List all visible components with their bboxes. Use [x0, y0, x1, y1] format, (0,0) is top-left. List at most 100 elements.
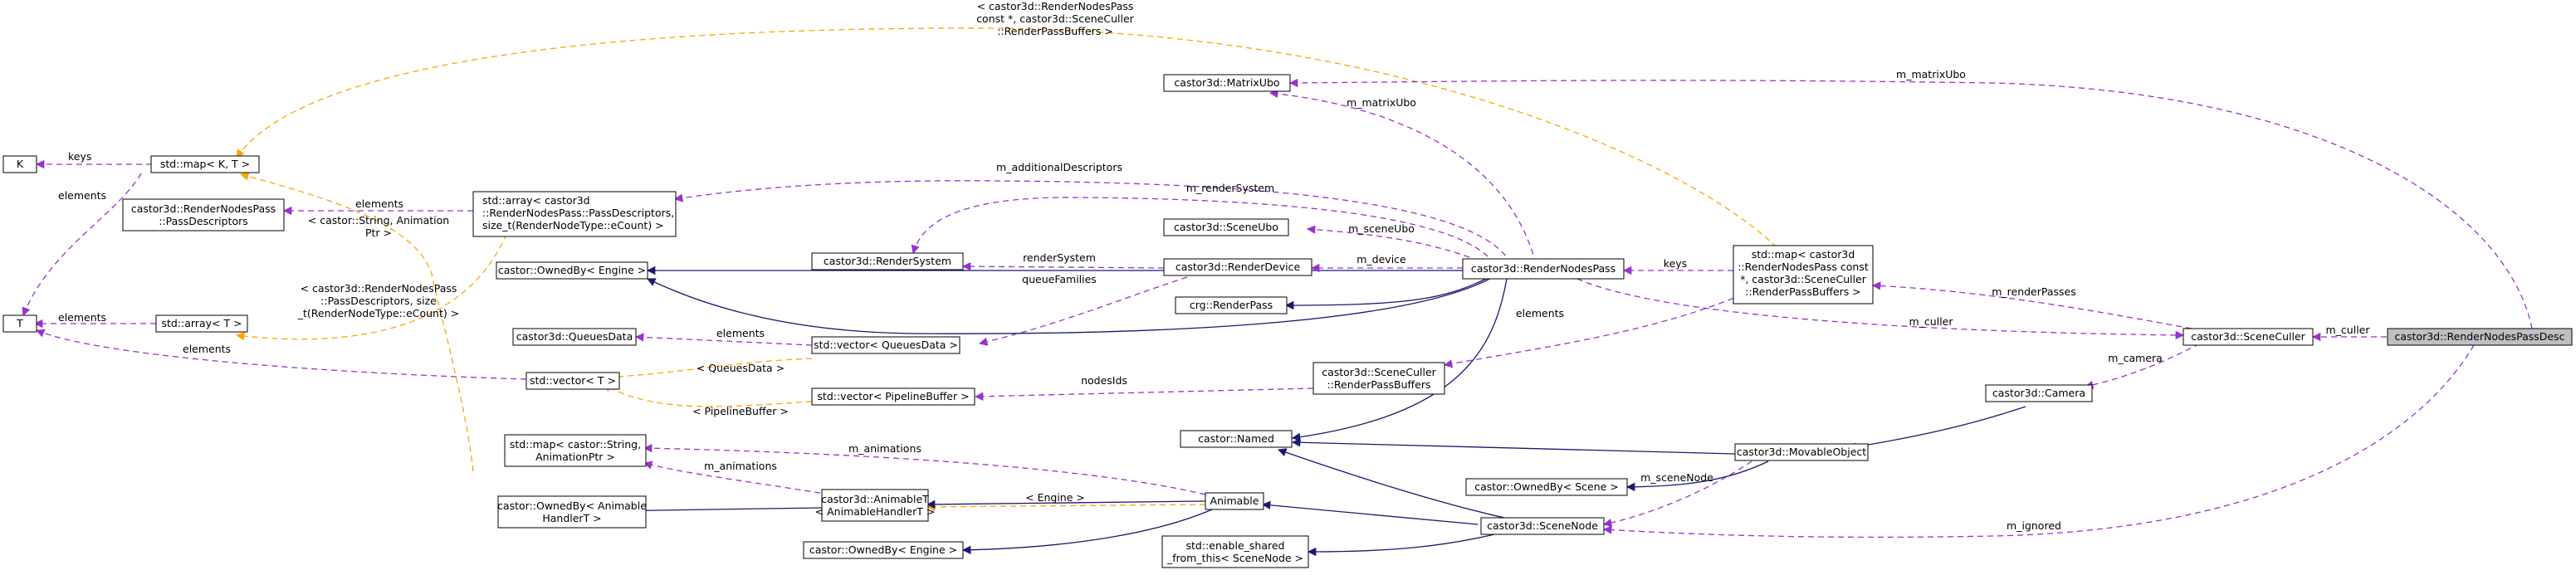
edge-label-m-animations-map: m_animations — [848, 442, 921, 455]
edge-label-m-rendersystem-line-1: m_renderSystem — [1186, 182, 1274, 194]
node-std-map-k-t-label-line-1: std::map< K, T > — [160, 158, 250, 170]
node-render-device-label-line-1: castor3d::RenderDevice — [1176, 261, 1301, 273]
edge-elements-map — [22, 173, 142, 316]
node-render-system-label: castor3d::RenderSystem — [824, 255, 951, 267]
edge-template-map-rnp — [236, 27, 1777, 248]
node-named[interactable]: castor::Named — [1180, 430, 1293, 448]
node-t-label-line-1: T — [16, 317, 23, 329]
node-std-vector-queues-data[interactable]: std::vector< QueuesData > — [811, 336, 961, 354]
edge-label-m-culler: m_culler — [1909, 315, 1954, 328]
edge-inherit-scenenode-named — [1278, 448, 1528, 524]
edge-label-m-culler-desc: m_culler — [2326, 324, 2371, 336]
node-owned-by-engine[interactable]: castor::OwnedBy< Engine > — [496, 261, 648, 280]
edge-nodesids — [974, 387, 1314, 401]
node-scene-ubo[interactable]: castor3d::SceneUbo — [1163, 218, 1289, 236]
edge-inherit-camera-movable — [1846, 406, 2026, 451]
node-render-pass[interactable]: crg::RenderPass — [1175, 296, 1288, 314]
node-pass-descriptors[interactable]: castor3d::RenderNodesPass::PassDescripto… — [122, 198, 285, 231]
node-std-vector-pipeline-buffer[interactable]: std::vector< PipelineBuffer > — [811, 387, 975, 406]
edge-label-tpl-map-rnp-line-3: ::RenderPassBuffers > — [997, 25, 1112, 37]
edge-label-tpl-map-rnp-line-2: const *, castor3d::SceneCuller — [976, 12, 1134, 25]
edge-label-tpl-array-pd-line-3: _t(RenderNodeType::eCount) > — [297, 307, 459, 319]
node-std-vector-t[interactable]: std::vector< T > — [525, 372, 620, 390]
node-render-pass-buffers-label: castor3d::SceneCuller::RenderPassBuffers — [1322, 366, 1436, 391]
node-owned-by-scene-label-line-1: castor::OwnedBy< Scene > — [1474, 480, 1619, 493]
node-movable-object[interactable]: castor3d::MovableObject — [1734, 443, 1869, 461]
node-owned-by-scene-label: castor::OwnedBy< Scene > — [1474, 480, 1619, 493]
node-std-map-animation[interactable]: std::map< castor::String,AnimationPtr > — [504, 434, 647, 467]
node-std-vector-queues-data-label: std::vector< QueuesData > — [814, 339, 958, 351]
edge-label-m-additionaldescriptors: m_additionalDescriptors — [996, 161, 1122, 173]
node-render-pass-buffers-label-line-2: ::RenderPassBuffers — [1327, 378, 1430, 391]
node-animable-t[interactable]: castor3d::AnimableT< AnimableHandlerT > — [815, 489, 936, 522]
edge-label-m-renderpasses-line-1: m_renderPasses — [1992, 285, 2076, 298]
node-render-system[interactable]: castor3d::RenderSystem — [811, 252, 964, 270]
node-enable-shared-from-this[interactable]: std::enable_shared_from_this< SceneNode … — [1161, 535, 1309, 568]
edge-label-tpl-map-anim-line-2: Ptr > — [365, 227, 392, 239]
node-std-map-render-nodes-pass[interactable]: std::map< castor3d::RenderNodesPass cons… — [1733, 245, 1874, 305]
node-render-pass-label-line-1: crg::RenderPass — [1190, 299, 1273, 311]
node-queues-data[interactable]: castor3d::QueuesData — [512, 328, 637, 346]
node-scene-node[interactable]: castor3d::SceneNode — [1480, 517, 1605, 535]
node-render-nodes-pass-desc[interactable]: castor3d::RenderNodesPassDesc — [2387, 328, 2573, 346]
edge-label-elements-rpb: elements — [1516, 307, 1564, 319]
edge-label-queuefamilies: queueFamilies — [1022, 273, 1097, 285]
edge-label-tpl-queuesdata: < QueuesData > — [697, 362, 785, 374]
node-scene-ubo-label-line-1: castor3d::SceneUbo — [1174, 221, 1278, 233]
node-std-map-render-nodes-pass-label-line-4: ::RenderPassBuffers > — [1745, 285, 1860, 298]
edge-inherit-animable-ownedby-engine2 — [961, 509, 1213, 554]
node-std-map-k-t[interactable]: std::map< K, T > — [150, 155, 260, 173]
edge-label-keys-map-line-1: keys — [68, 150, 91, 163]
edge-label-tpl-array-pd: < castor3d::RenderNodesPass::PassDescrip… — [297, 282, 459, 319]
edges — [22, 27, 2533, 557]
edge-label-tpl-pipelinebuffer: < PipelineBuffer > — [692, 405, 789, 417]
edge-m-sceneubo — [1306, 225, 1470, 258]
edge-label-m-camera-line-1: m_camera — [2108, 352, 2163, 364]
node-k[interactable]: K — [2, 155, 37, 173]
edge-m-scenenode — [1602, 460, 1752, 528]
edge-label-m-animations-animable: m_animations — [704, 460, 777, 472]
edge-elements-rpb — [1443, 290, 1752, 368]
node-t[interactable]: T — [2, 314, 37, 333]
node-std-array-t[interactable]: std::array< T > — [155, 314, 248, 333]
node-std-array-pass-descriptors-label-line-1: std::array< castor3d — [482, 194, 590, 207]
node-matrix-ubo[interactable]: castor3d::MatrixUbo — [1163, 74, 1291, 92]
node-animable[interactable]: Animable — [1205, 492, 1264, 510]
edge-m-culler — [1576, 278, 2185, 340]
node-render-nodes-pass-label-line-1: castor3d::RenderNodesPass — [1471, 262, 1615, 275]
node-std-array-pass-descriptors[interactable]: std::array< castor3d::RenderNodesPass::P… — [472, 191, 677, 237]
node-enable-shared-from-this-label-line-1: std::enable_shared — [1186, 539, 1285, 552]
node-std-map-render-nodes-pass-label-line-2: ::RenderNodesPass const — [1738, 261, 1869, 273]
node-render-pass-buffers[interactable]: castor3d::SceneCuller::RenderPassBuffers — [1312, 362, 1445, 395]
edge-label-elements-vector-t: elements — [183, 343, 231, 355]
node-std-vector-pipeline-buffer-label: std::vector< PipelineBuffer > — [817, 390, 969, 402]
edge-label-tpl-engine: < Engine > — [1025, 491, 1085, 504]
edge-label-m-culler-line-1: m_culler — [1909, 315, 1954, 328]
edge-label-elements-map: elements — [58, 189, 106, 202]
node-std-array-t-label: std::array< T > — [161, 317, 242, 329]
node-owned-by-engine-2[interactable]: castor::OwnedBy< Engine > — [803, 541, 964, 559]
node-std-vector-t-label-line-1: std::vector< T > — [530, 374, 616, 387]
edge-label-tpl-queuesdata-line-1: < QueuesData > — [697, 362, 785, 374]
node-scene-ubo-label: castor3d::SceneUbo — [1174, 221, 1278, 233]
node-animable-t-label-line-2: < AnimableHandlerT > — [815, 505, 936, 518]
node-render-device[interactable]: castor3d::RenderDevice — [1163, 258, 1312, 276]
edge-label-m-sceneubo-line-1: m_sceneUbo — [1348, 222, 1415, 235]
edge-m-matrixubo-long — [1288, 78, 2533, 329]
node-camera[interactable]: castor3d::Camera — [1985, 384, 2093, 402]
node-enable-shared-from-this-label-line-2: _from_this< SceneNode > — [1166, 552, 1303, 564]
nodes: K T std::map< K, T > castor3d::RenderNod… — [2, 74, 2573, 568]
node-render-nodes-pass[interactable]: castor3d::RenderNodesPass — [1462, 258, 1625, 280]
node-render-nodes-pass-desc-label-line-1: castor3d::RenderNodesPassDesc — [2394, 330, 2564, 343]
node-owned-by-engine-2-label-line-1: castor::OwnedBy< Engine > — [809, 543, 957, 556]
node-scene-culler[interactable]: castor3d::SceneCuller — [2183, 328, 2314, 346]
edge-m-ignored — [1602, 344, 2475, 538]
node-owned-by-scene[interactable]: castor::OwnedBy< Scene > — [1465, 478, 1628, 496]
node-k-label: K — [17, 158, 24, 170]
node-pass-descriptors-label-line-2: ::PassDescriptors — [159, 215, 248, 227]
edge-label-tpl-array-pd-line-2: ::PassDescriptors, size — [320, 295, 437, 307]
edge-elements-vector-t — [36, 329, 527, 380]
